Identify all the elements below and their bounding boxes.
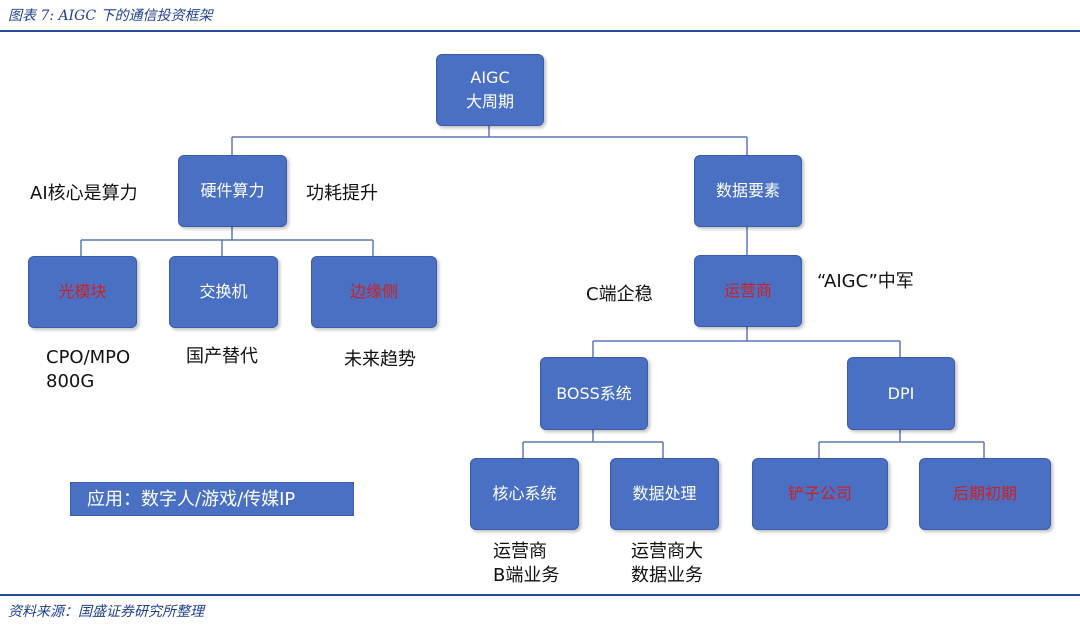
bottom-rule xyxy=(0,594,1080,596)
note-domestic: 国产替代 xyxy=(186,346,258,367)
note-cpo: CPO/MPO 800G xyxy=(46,346,130,394)
application-box: 应用：数字人/游戏/传媒IP xyxy=(70,482,354,516)
note-power: 功耗提升 xyxy=(306,183,378,204)
note-aigc-army: “AIGC”中军 xyxy=(817,271,914,292)
note-cpo-line2: 800G xyxy=(46,371,95,392)
node-aigc-line1: AIGC xyxy=(470,68,510,87)
note-future: 未来趋势 xyxy=(344,349,416,370)
node-boss-system: BOSS系统 xyxy=(540,357,648,430)
note-operator-bigdata-line2: 数据业务 xyxy=(631,565,703,586)
note-operator-b-line2: B端业务 xyxy=(493,565,560,586)
node-operator: 运营商 xyxy=(694,255,802,327)
node-hardware-compute: 硬件算力 xyxy=(178,155,287,227)
source-note: 资料来源：国盛证券研究所整理 xyxy=(8,604,204,620)
top-rule xyxy=(0,30,1080,32)
note-cpo-line1: CPO/MPO xyxy=(46,347,131,368)
node-dpi: DPI xyxy=(847,357,955,430)
node-shovel-company: 铲子公司 xyxy=(752,458,888,530)
node-optical-module: 光模块 xyxy=(28,256,137,328)
note-operator-bigdata: 运营商大 数据业务 xyxy=(631,540,703,588)
note-operator-bigdata-line1: 运营商大 xyxy=(631,541,703,562)
node-core-system: 核心系统 xyxy=(470,458,579,530)
node-aigc-cycle: AIGC 大周期 xyxy=(436,54,544,126)
figure-caption: 图表 7: AIGC 下的通信投资框架 xyxy=(8,8,213,24)
node-late-early-stage: 后期初期 xyxy=(919,458,1051,530)
note-c-end: C端企稳 xyxy=(586,284,653,305)
node-switch: 交换机 xyxy=(169,256,278,328)
note-operator-b: 运营商 B端业务 xyxy=(493,540,559,588)
node-data-processing: 数据处理 xyxy=(610,458,719,530)
node-data-elements: 数据要素 xyxy=(694,155,802,227)
node-aigc-line2: 大周期 xyxy=(465,92,514,111)
node-edge-side: 边缘侧 xyxy=(311,256,437,328)
note-ai-core: AI核心是算力 xyxy=(30,183,138,204)
note-operator-b-line1: 运营商 xyxy=(493,541,547,562)
